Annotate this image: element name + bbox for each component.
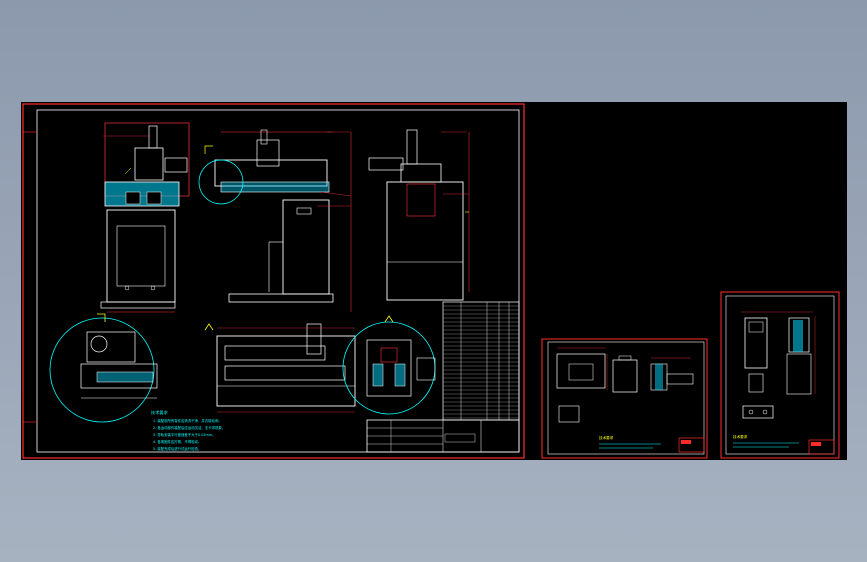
part-sheet-2: 技术要求: [720, 291, 840, 459]
technical-notes: 技术要求 1. 装配前所有零件应清洗干净，并去除毛刺。 2. 各运动部件装配后应…: [151, 409, 225, 451]
title-block: [808, 439, 835, 455]
notes-title: 技术要求: [151, 409, 169, 416]
main-assembly-sheet: 技术要求 1. 装配前所有零件应清洗干净，并去除毛刺。 2. 各运动部件装配后应…: [22, 103, 525, 459]
note-line: 2. 各运动部件装配后应运动灵活，无卡滞现象。: [153, 425, 225, 430]
note-line: 4. 各紧固件应拧紧，不得松动。: [153, 439, 201, 444]
side-view: [198, 129, 352, 312]
detail-view-a: [49, 313, 158, 423]
front-view: [100, 122, 190, 313]
detail-view-b: [342, 315, 436, 415]
sheet-border: [541, 338, 708, 459]
note-line: 5. 装配完成后进行试运行检查。: [153, 446, 201, 451]
note-line: 3. 导轨安装平行度误差不大于0.02mm。: [153, 432, 216, 437]
notes-title: 技术要求: [599, 435, 614, 440]
cad-drawing: 技术要求 1. 装配前所有零件应清洗干净，并去除毛刺。 2. 各运动部件装配后应…: [22, 103, 840, 459]
end-view: [368, 129, 470, 301]
part-sheet-1: 技术要求: [541, 338, 708, 459]
sheet-frame: [725, 295, 835, 455]
sheet-border: [22, 103, 525, 459]
sheet-border: [720, 291, 840, 459]
parts-list: [442, 301, 520, 421]
sheet-frame: [36, 109, 520, 453]
sheet-frame: [547, 341, 705, 455]
title-block: [678, 437, 705, 453]
title-block: [366, 419, 520, 453]
notes-title: 技术要求: [733, 434, 748, 439]
plan-view: [204, 323, 356, 413]
cad-viewport[interactable]: 技术要求 1. 装配前所有零件应清洗干净，并去除毛刺。 2. 各运动部件装配后应…: [21, 102, 847, 460]
note-line: 1. 装配前所有零件应清洗干净，并去除毛刺。: [153, 418, 222, 423]
